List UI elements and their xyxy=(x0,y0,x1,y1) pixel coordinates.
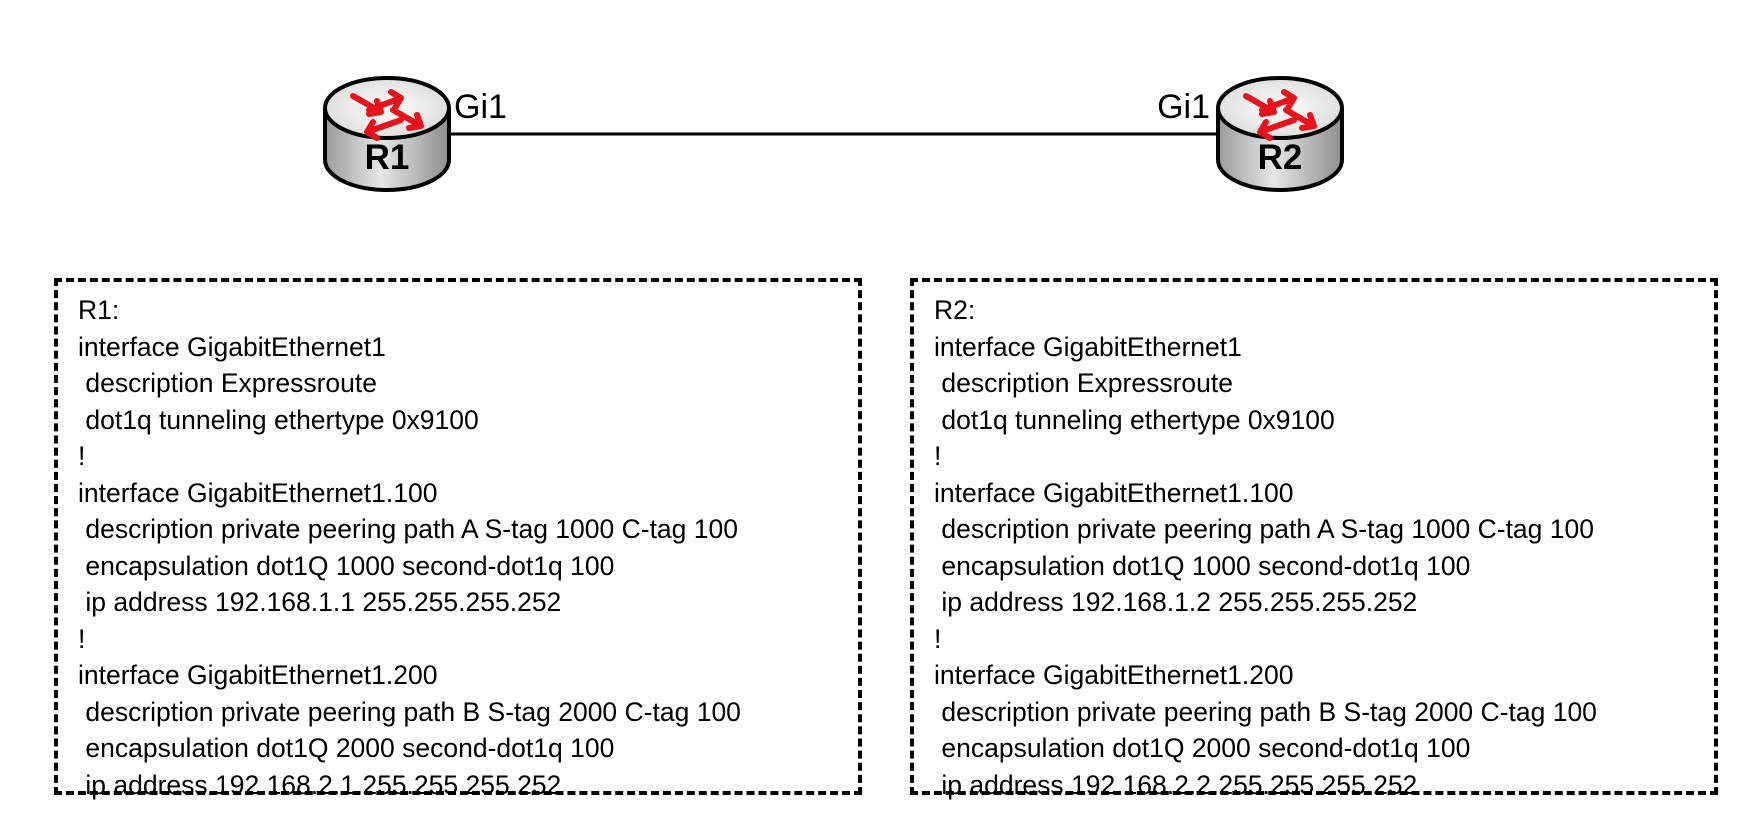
config-line: encapsulation dot1Q 1000 second-dot1q 10… xyxy=(934,550,1471,581)
r2-interface-label: Gi1 xyxy=(1157,88,1210,126)
config-line: ! xyxy=(78,441,86,471)
config-line: description private peering path A S-tag… xyxy=(934,514,1594,544)
config-line: dot1q tunneling ethertype 0x9100 xyxy=(78,404,479,435)
config-line: encapsulation dot1Q 1000 second-dot1q 10… xyxy=(78,550,615,581)
config-line: R2: xyxy=(934,295,976,325)
config-line: interface GigabitEthernet1.100 xyxy=(934,477,1294,508)
config-line: interface GigabitEthernet1 xyxy=(934,331,1242,362)
config-line: encapsulation dot1Q 2000 second-dot1q 10… xyxy=(934,733,1471,763)
config-line: ! xyxy=(934,623,942,654)
config-line: description Expressroute xyxy=(934,368,1234,398)
router-r2-icon: R2 xyxy=(1216,76,1344,192)
config-line: interface GigabitEthernet1 xyxy=(78,331,386,362)
r1-config-box: R1: interface GigabitEthernet1 descripti… xyxy=(54,278,862,800)
config-line: interface GigabitEthernet1.100 xyxy=(78,477,438,508)
router-r1-name: R1 xyxy=(365,138,410,177)
config-line: encapsulation dot1Q 2000 second-dot1q 10… xyxy=(78,733,615,763)
config-line: description Expressroute xyxy=(78,368,378,398)
config-line: description private peering path A S-tag… xyxy=(78,514,738,544)
router-r1-icon: R1 xyxy=(323,76,451,192)
config-line: ip address 192.168.1.2 255.255.255.252 xyxy=(934,587,1418,617)
r1-interface-label: Gi1 xyxy=(454,88,507,126)
config-line: ip address 192.168.1.1 255.255.255.252 xyxy=(78,587,562,617)
config-line: dot1q tunneling ethertype 0x9100 xyxy=(934,404,1335,435)
config-line: ip address 192.168.2.1 255.255.255.252 xyxy=(78,769,562,800)
r2-config-box: R2: interface GigabitEthernet1 descripti… xyxy=(910,278,1718,800)
config-line: interface GigabitEthernet1.200 xyxy=(78,660,438,690)
config-line: ! xyxy=(934,441,942,471)
config-line: R1: xyxy=(78,295,120,325)
config-line: description private peering path B S-tag… xyxy=(78,696,741,727)
config-line: ! xyxy=(78,623,86,654)
router-r2-name: R2 xyxy=(1258,138,1303,177)
config-line: interface GigabitEthernet1.200 xyxy=(934,660,1294,690)
config-line: ip address 192.168.2.2 255.255.255.252 xyxy=(934,769,1418,800)
network-topology: R1 Gi1 R2 Gi1 xyxy=(323,76,1344,192)
config-line: description private peering path B S-tag… xyxy=(934,696,1597,727)
